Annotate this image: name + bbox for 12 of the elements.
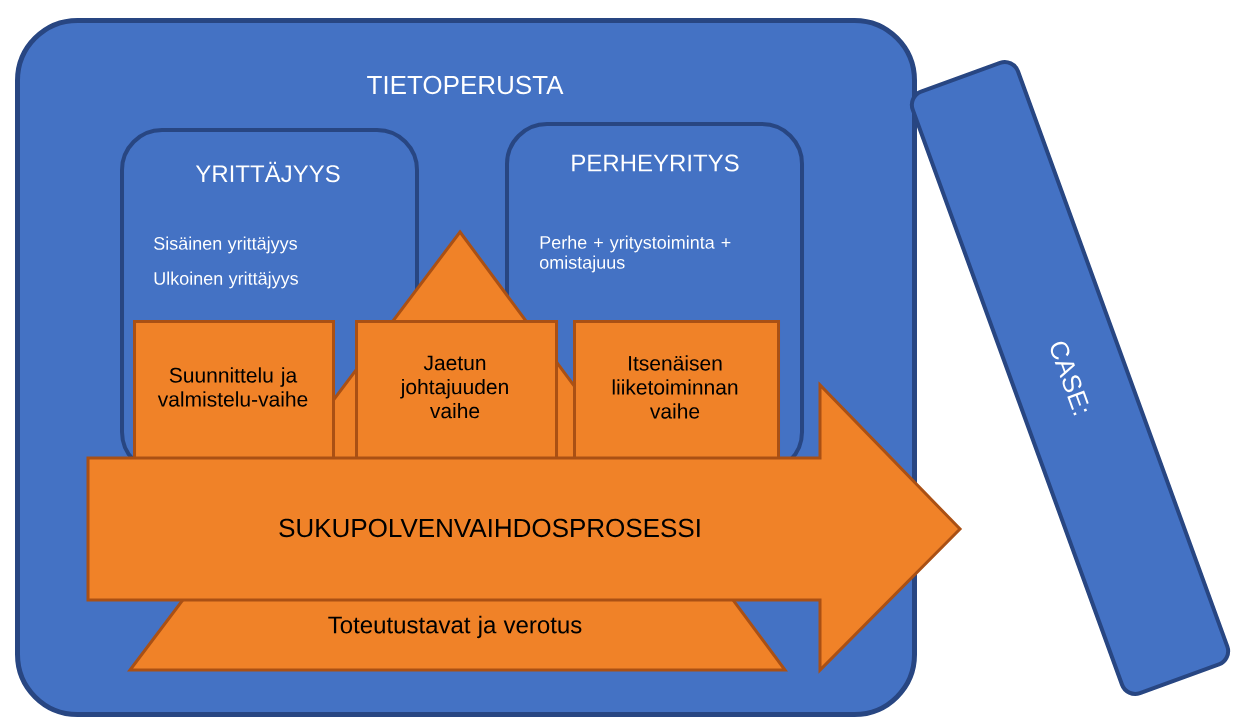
text: SUKUPOLVENVAIHDOSPROSESSI: [279, 518, 700, 538]
text: Suunnittelu ja valmistelu-vaihe: [157, 367, 308, 407]
text: Perhe + yritystoiminta + omistajuus: [539, 235, 731, 273]
text: Itsenäisen liiketoiminnan vaihe: [612, 355, 738, 419]
text: Jaetun johtajuuden vaihe: [400, 355, 508, 419]
text: TIETOPERUSTA: [367, 75, 564, 95]
text: Sisäinen yrittäjyys: [154, 236, 297, 254]
text: Ulkoinen yrittäjyys: [154, 271, 298, 289]
text: YRITTÄJYYS: [195, 161, 340, 183]
text: PERHEYRITYS: [572, 154, 739, 172]
text: CASE:: [1050, 341, 1089, 416]
text: Toteutustavat ja verotus: [328, 615, 582, 639]
